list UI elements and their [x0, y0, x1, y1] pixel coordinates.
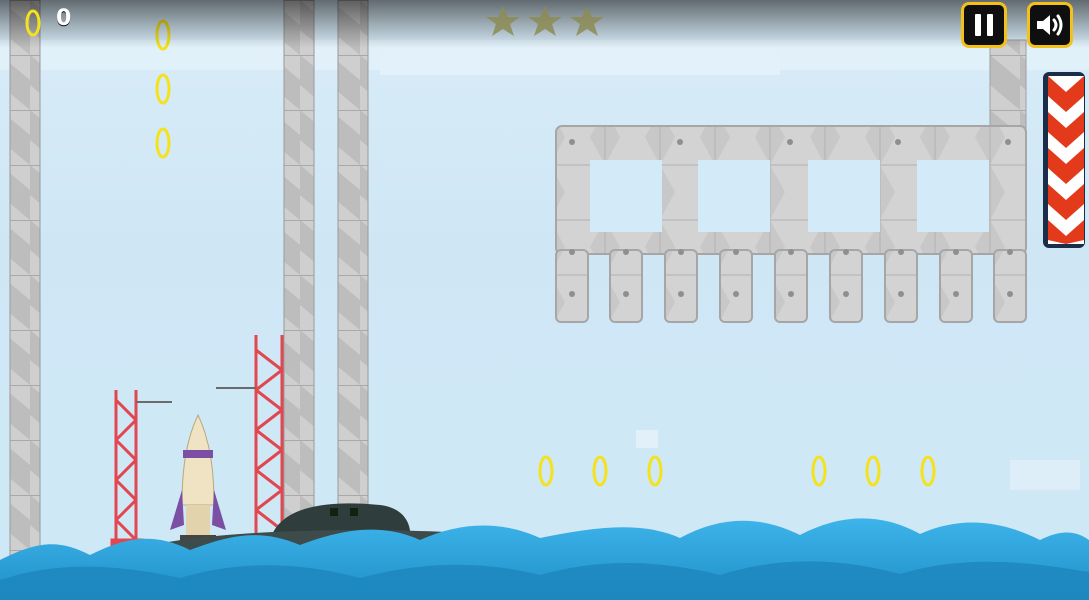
pillar-middle-a: [283, 0, 315, 561]
star-rating: [486, 6, 604, 36]
speaker-icon: [1037, 14, 1063, 36]
coin: [592, 455, 608, 487]
pillar-left: [9, 0, 41, 561]
water: [0, 518, 1089, 600]
coin: [155, 73, 171, 105]
metal-pillars: [9, 0, 369, 561]
coin: [155, 127, 171, 159]
coin: [647, 455, 663, 487]
sound-button[interactable]: [1027, 2, 1073, 48]
coin: [920, 455, 936, 487]
pillar-middle-b: [337, 0, 369, 521]
coin: [538, 455, 554, 487]
pause-icon: [975, 14, 993, 36]
metal-grid-structure: [555, 39, 1027, 323]
coin-counter-icon: [25, 9, 41, 37]
coin-count: 0: [56, 6, 72, 31]
pause-button[interactable]: [961, 2, 1007, 48]
warning-stripe-pole: [1043, 72, 1085, 248]
coin: [811, 455, 827, 487]
star-icon: [528, 6, 562, 36]
coin: [865, 455, 881, 487]
star-icon: [486, 6, 520, 36]
star-icon: [570, 6, 604, 36]
launch-tower-right: [216, 335, 284, 545]
